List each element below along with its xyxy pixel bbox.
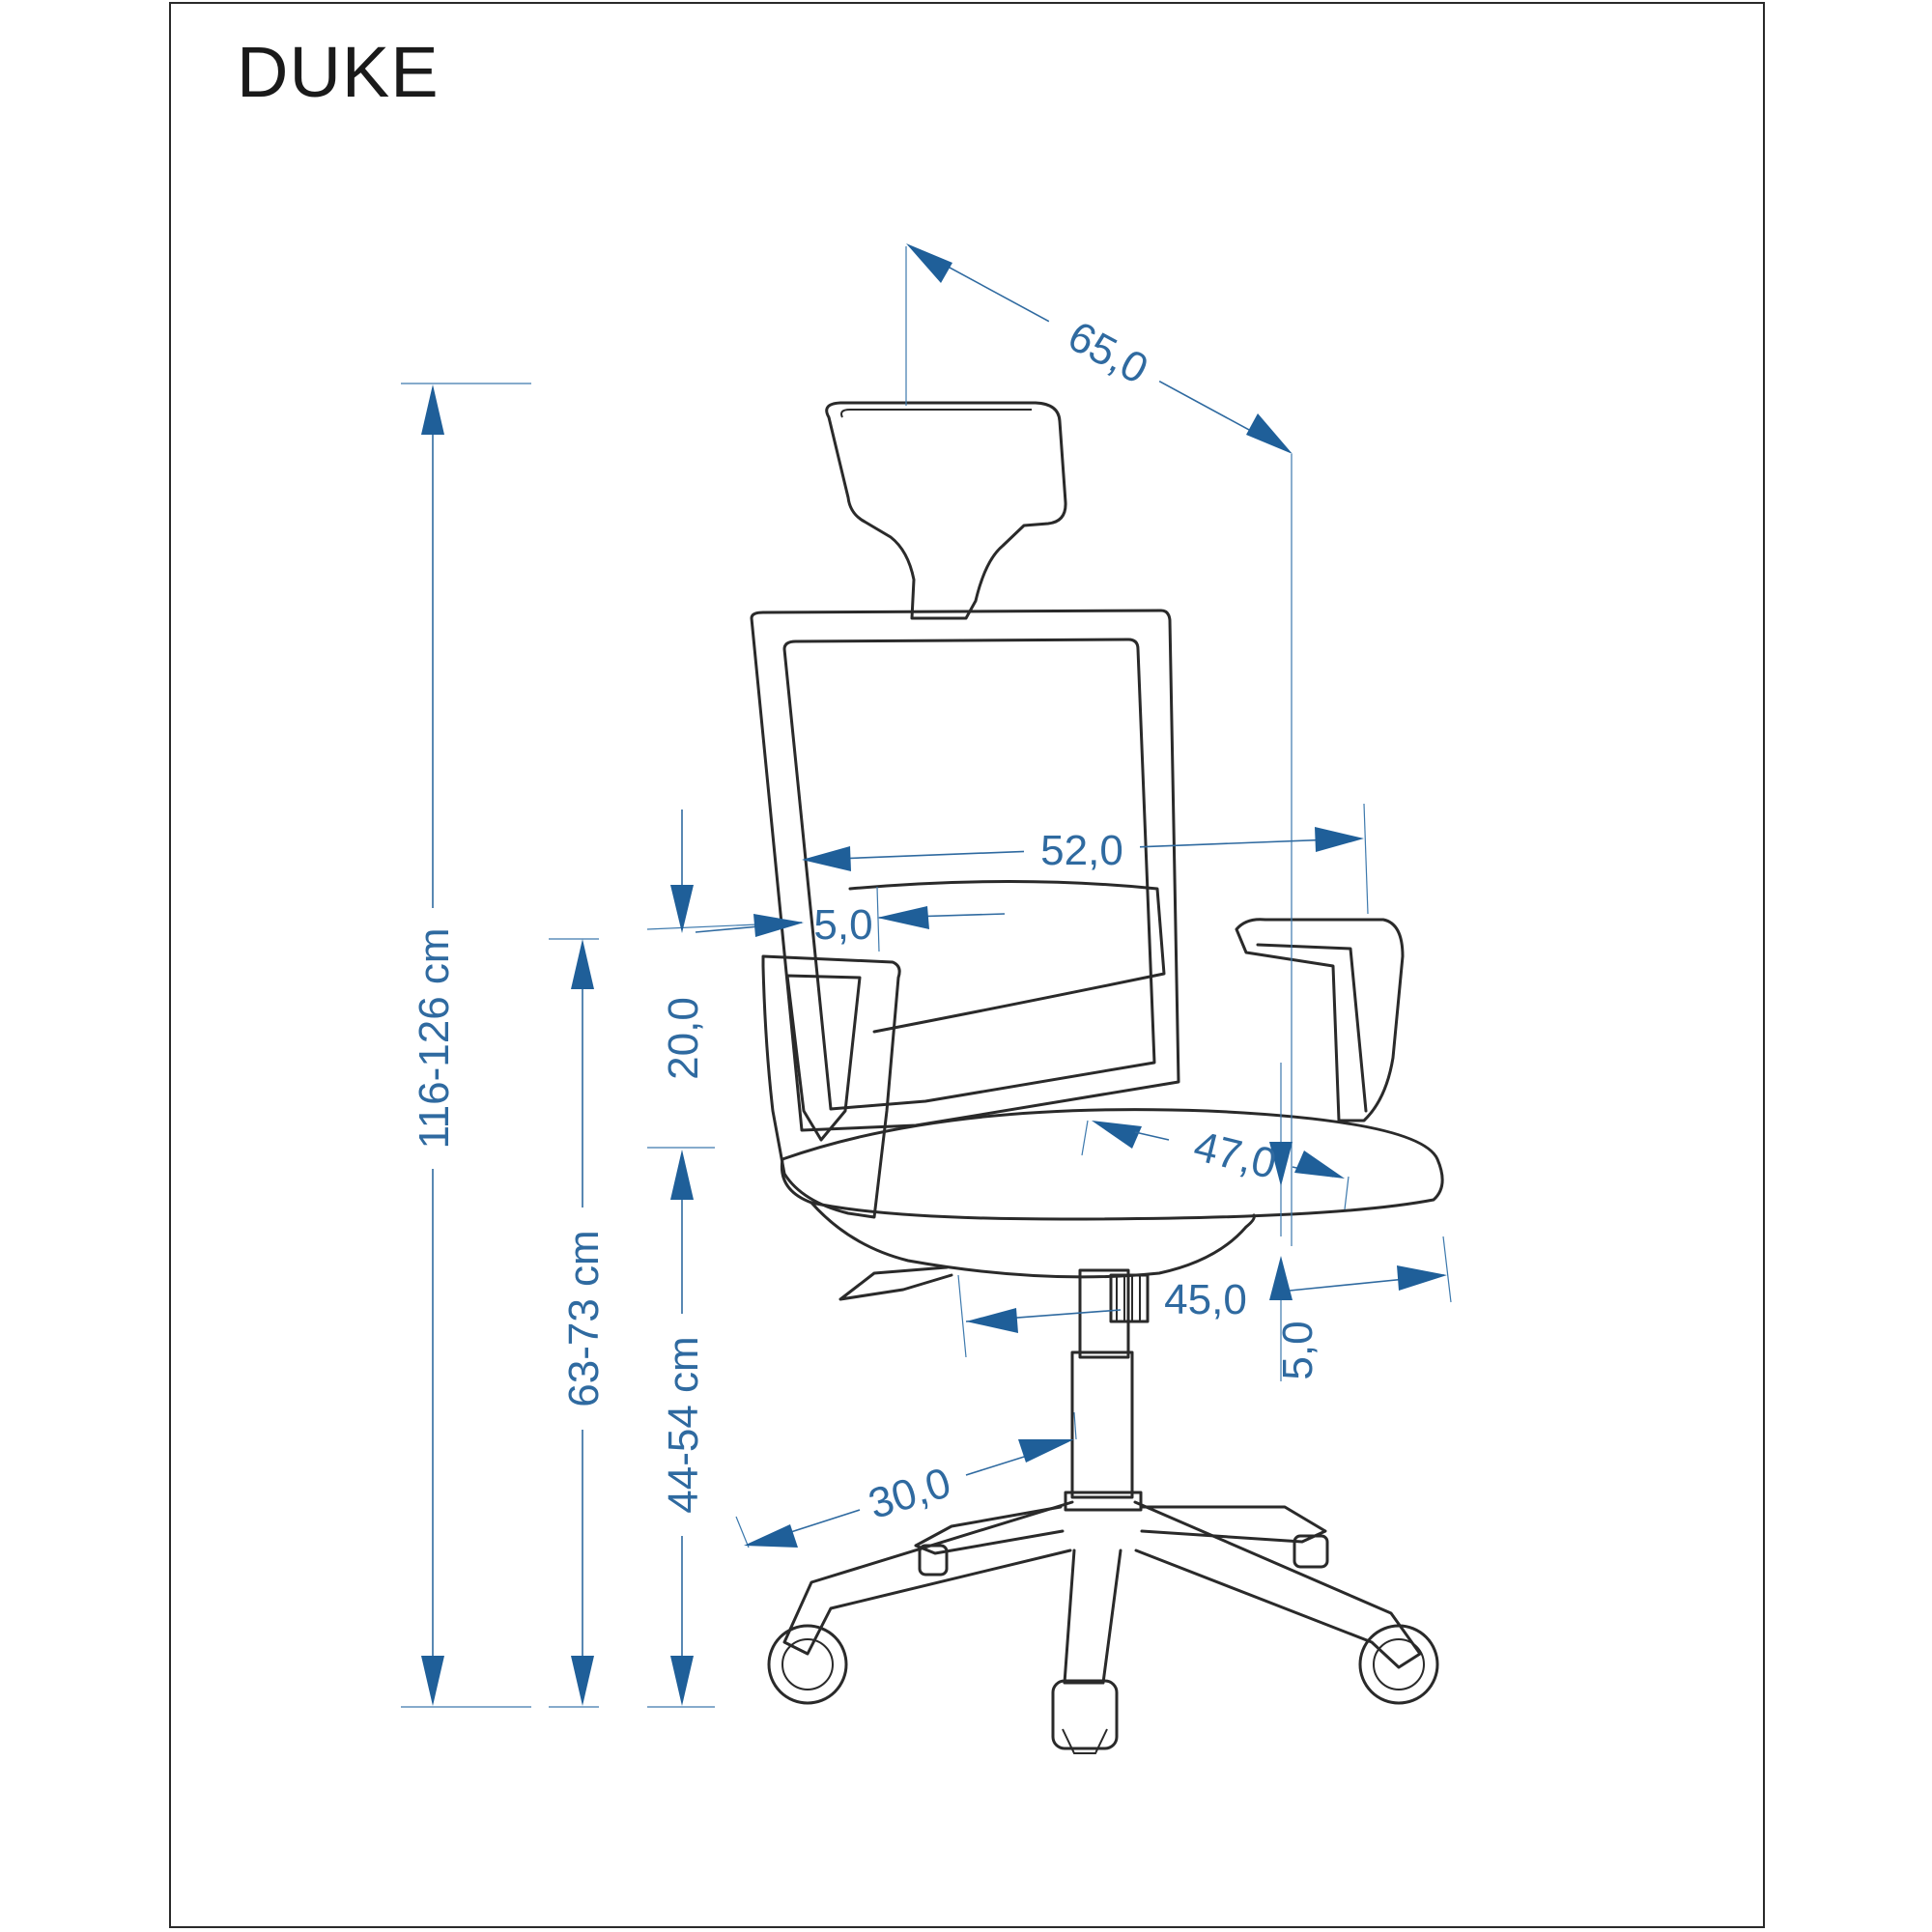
backrest-mesh bbox=[782, 638, 1156, 1111]
label-seat-depth: 47,0 bbox=[1189, 1122, 1281, 1188]
arrow-thickness-down bbox=[1269, 1142, 1293, 1186]
backrest-frame bbox=[750, 609, 1180, 1132]
diagram-frame bbox=[169, 2, 1765, 1928]
arrow-base-end bbox=[1018, 1439, 1074, 1463]
arrow-thickness-up bbox=[1269, 1256, 1293, 1300]
caster-back-right bbox=[1293, 1534, 1329, 1569]
arrow-seat-top bbox=[670, 1150, 694, 1200]
arrow-depth-start bbox=[906, 243, 952, 283]
label-base-radius: 30,0 bbox=[864, 1459, 956, 1528]
seat-shell bbox=[810, 1201, 1256, 1279]
arrow-height-bottom bbox=[421, 1656, 444, 1706]
label-armrest-offset: 5,0 bbox=[813, 901, 872, 949]
caster-right bbox=[1358, 1624, 1439, 1705]
product-title: DUKE bbox=[237, 32, 440, 112]
seat-cushion bbox=[780, 1108, 1444, 1221]
chair-outline bbox=[750, 401, 1444, 1754]
arrow-armrest-top bbox=[571, 939, 594, 989]
dimension-labels: 116-126 cm 63-73 cm 44-54 cm 20,0 65,0 5… bbox=[411, 312, 1321, 1528]
base-leg-right bbox=[1133, 1500, 1422, 1669]
arrow-offset-right bbox=[877, 906, 929, 929]
arrow-seat-width-left bbox=[966, 1308, 1018, 1333]
arrow-depth-end bbox=[1246, 413, 1293, 454]
cylinder-sleeve bbox=[1070, 1350, 1134, 1499]
label-overall-height: 116-126 cm bbox=[411, 927, 458, 1149]
arrow-width-right bbox=[1315, 827, 1364, 852]
base-leg-back-right bbox=[1140, 1505, 1327, 1544]
label-overall-width: 52,0 bbox=[1040, 827, 1123, 874]
right-armrest bbox=[1235, 918, 1405, 1122]
arrow-width-left bbox=[802, 846, 851, 871]
label-seat-width: 45,0 bbox=[1164, 1276, 1247, 1323]
arrow-seat-depth-end bbox=[1294, 1151, 1345, 1179]
arrow-seat-bottom bbox=[670, 1656, 694, 1706]
headrest bbox=[825, 401, 1067, 620]
cylinder-top bbox=[1078, 1268, 1130, 1359]
arrow-base-start bbox=[744, 1524, 798, 1548]
arrow-armrest-bottom bbox=[571, 1656, 594, 1706]
label-armrest-above-seat: 20,0 bbox=[660, 997, 707, 1080]
base-leg-left bbox=[782, 1500, 1074, 1656]
arrow-height-top bbox=[421, 384, 444, 435]
caster-left bbox=[767, 1624, 848, 1705]
base-leg-back-left bbox=[914, 1505, 1065, 1555]
headrest-inner bbox=[840, 409, 1032, 418]
left-armrest bbox=[761, 954, 901, 1219]
arrow-offset-left bbox=[753, 914, 804, 937]
cylinder-collar bbox=[1064, 1491, 1143, 1512]
right-armrest-inner bbox=[1256, 943, 1368, 1113]
label-seat-thickness: 5,0 bbox=[1274, 1321, 1321, 1379]
label-armrest-height: 63-73 cm bbox=[560, 1230, 608, 1406]
cylinder-knob bbox=[1109, 1273, 1150, 1323]
left-armrest-inner bbox=[785, 974, 862, 1142]
base-leg-front bbox=[1063, 1548, 1122, 1685]
arrow-seat-width-right bbox=[1397, 1265, 1447, 1291]
lumbar-band bbox=[848, 880, 1166, 1034]
label-seat-height: 44-54 cm bbox=[660, 1336, 707, 1513]
arrow-armrest-offset-down bbox=[670, 885, 694, 933]
dimension-lines bbox=[401, 243, 1452, 1708]
caster-front bbox=[1051, 1679, 1119, 1754]
height-lever bbox=[838, 1265, 953, 1301]
caster-back-left bbox=[918, 1544, 949, 1577]
arrow-seat-depth-start bbox=[1092, 1121, 1142, 1149]
